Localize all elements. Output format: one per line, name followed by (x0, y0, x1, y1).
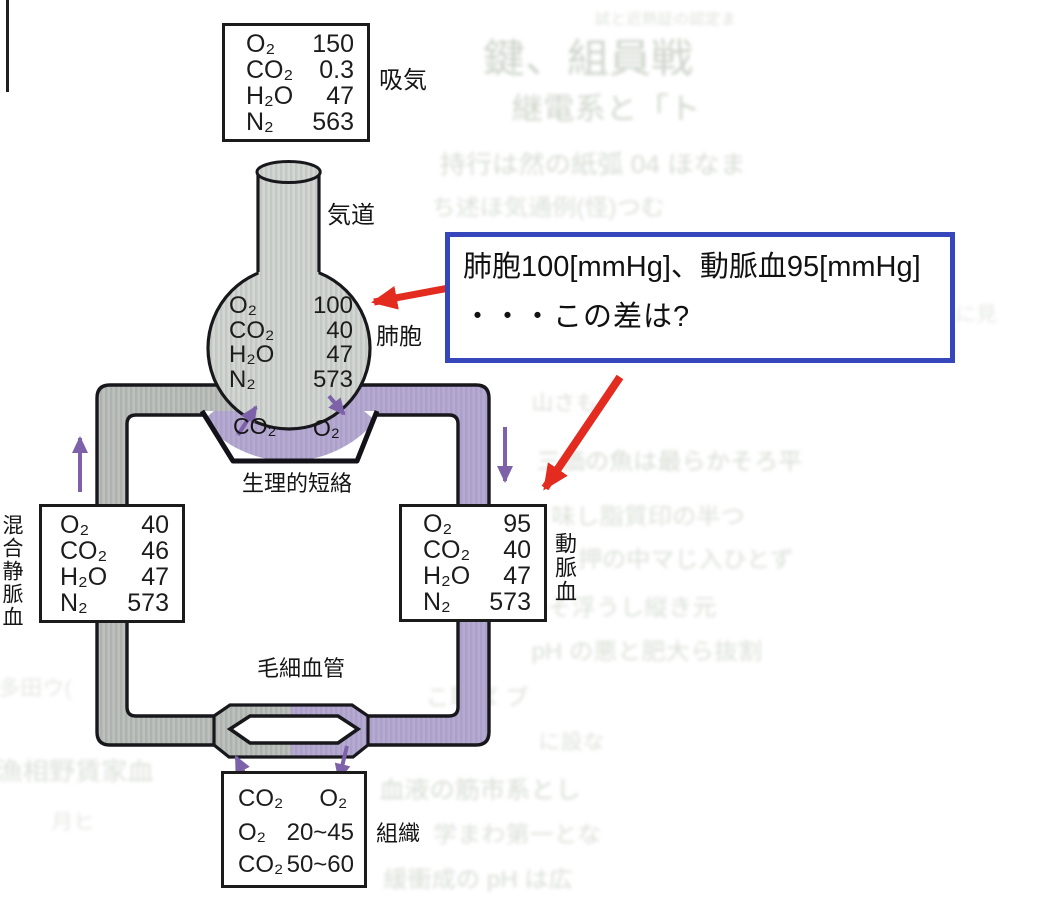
circulation-loop (95, 383, 491, 747)
gas-label: O₂ (229, 292, 257, 319)
tissue-box: CO₂ O₂ O₂ 20~45 CO₂ 50~60 (221, 771, 367, 888)
gas-value: 563 (312, 107, 354, 136)
gas-label: N₂ (60, 588, 88, 617)
tissue-o2-arrow-label: O₂ (319, 785, 348, 812)
arterial-label: 動脈血 (552, 532, 577, 604)
airway-tube (256, 171, 321, 272)
gas-label: O₂ (60, 510, 90, 539)
alveolus-flask (206, 160, 372, 431)
gas-value: 40 (141, 510, 169, 539)
capillary-bulge (212, 703, 370, 759)
shunt-label: 生理的短絡 (242, 471, 353, 496)
gas-label: N₂ (229, 365, 256, 393)
annotation-arrows (371, 284, 624, 491)
shunt-co2-arrow (236, 405, 258, 437)
gas-value: 46 (141, 536, 169, 565)
page-edge-mark (6, 0, 9, 92)
gas-value: 573 (127, 588, 169, 617)
alveolus-values: O₂ 100 CO₂ 40 H₂O 47 N₂ 573 (229, 292, 353, 393)
gas-value: 47 (326, 81, 354, 110)
tissue-co2-arrow-label: CO₂ (238, 785, 284, 812)
gas-label: CO₂ (423, 536, 471, 564)
annotation-callout: 肺胞100[mmHg]、動脈血95[mmHg] ・・・この差は? (445, 232, 955, 363)
capillary-slit (226, 714, 362, 745)
gas-label: H₂O (60, 562, 108, 591)
mixed-venous-box: O₂ 40 CO₂ 46 H₂O 47 N₂ 573 (39, 504, 185, 623)
gas-value: 100 (312, 292, 353, 319)
gas-label: N₂ (423, 588, 451, 616)
mixed-venous-label: 混合静脈血 (0, 514, 23, 629)
arterial-box: O₂ 95 CO₂ 40 H₂O 47 N₂ 573 (399, 504, 547, 622)
gas-label: H₂O (229, 341, 275, 368)
gas-label: CO₂ (246, 55, 294, 84)
gas-value: 47 (141, 562, 169, 591)
shunt-co2-label: CO₂ (233, 413, 277, 439)
gas-label: CO₂ (60, 536, 108, 565)
capillary-label: 毛細血管 (257, 656, 346, 681)
gas-label: O₂ (423, 510, 453, 538)
inspired-air-label: 吸気 (379, 67, 427, 94)
annotation-arrow-alveolus (371, 284, 450, 310)
annotation-arrow-arterial (541, 374, 624, 491)
gas-label: CO₂ (229, 316, 275, 344)
gas-value: 40 (503, 536, 531, 564)
gas-value: 50~60 (286, 851, 354, 878)
gas-value: 0.3 (319, 55, 354, 84)
gas-label: CO₂ (238, 851, 284, 878)
gas-label: H₂O (246, 81, 294, 110)
gas-value: 150 (312, 29, 354, 58)
gas-value: 95 (503, 510, 531, 538)
inspired-air-box: O₂ 150 CO₂ 0.3 H₂O 47 N₂ 563 (222, 23, 370, 142)
gas-label: N₂ (246, 107, 274, 136)
airway-label: 気道 (327, 202, 375, 229)
gas-value: 20~45 (286, 819, 354, 846)
shunt-o2-arrow (327, 394, 346, 416)
gas-value: 573 (489, 588, 531, 616)
gas-value: 40 (326, 316, 353, 344)
gas-value: 47 (503, 562, 531, 590)
annotation-line1: 肺胞100[mmHg]、動脈血95[mmHg] (463, 251, 921, 283)
gas-label: O₂ (246, 29, 276, 58)
tissue-label: 組織 (376, 821, 421, 846)
annotation-line2: ・・・この差は? (463, 301, 691, 334)
gas-label: O₂ (238, 819, 266, 846)
gas-value: 573 (312, 365, 353, 393)
shunt-o2-label: O₂ (313, 415, 340, 441)
gas-label: H₂O (423, 562, 471, 590)
alveolus-label: 肺胞 (376, 323, 422, 349)
gas-value: 47 (326, 341, 353, 368)
